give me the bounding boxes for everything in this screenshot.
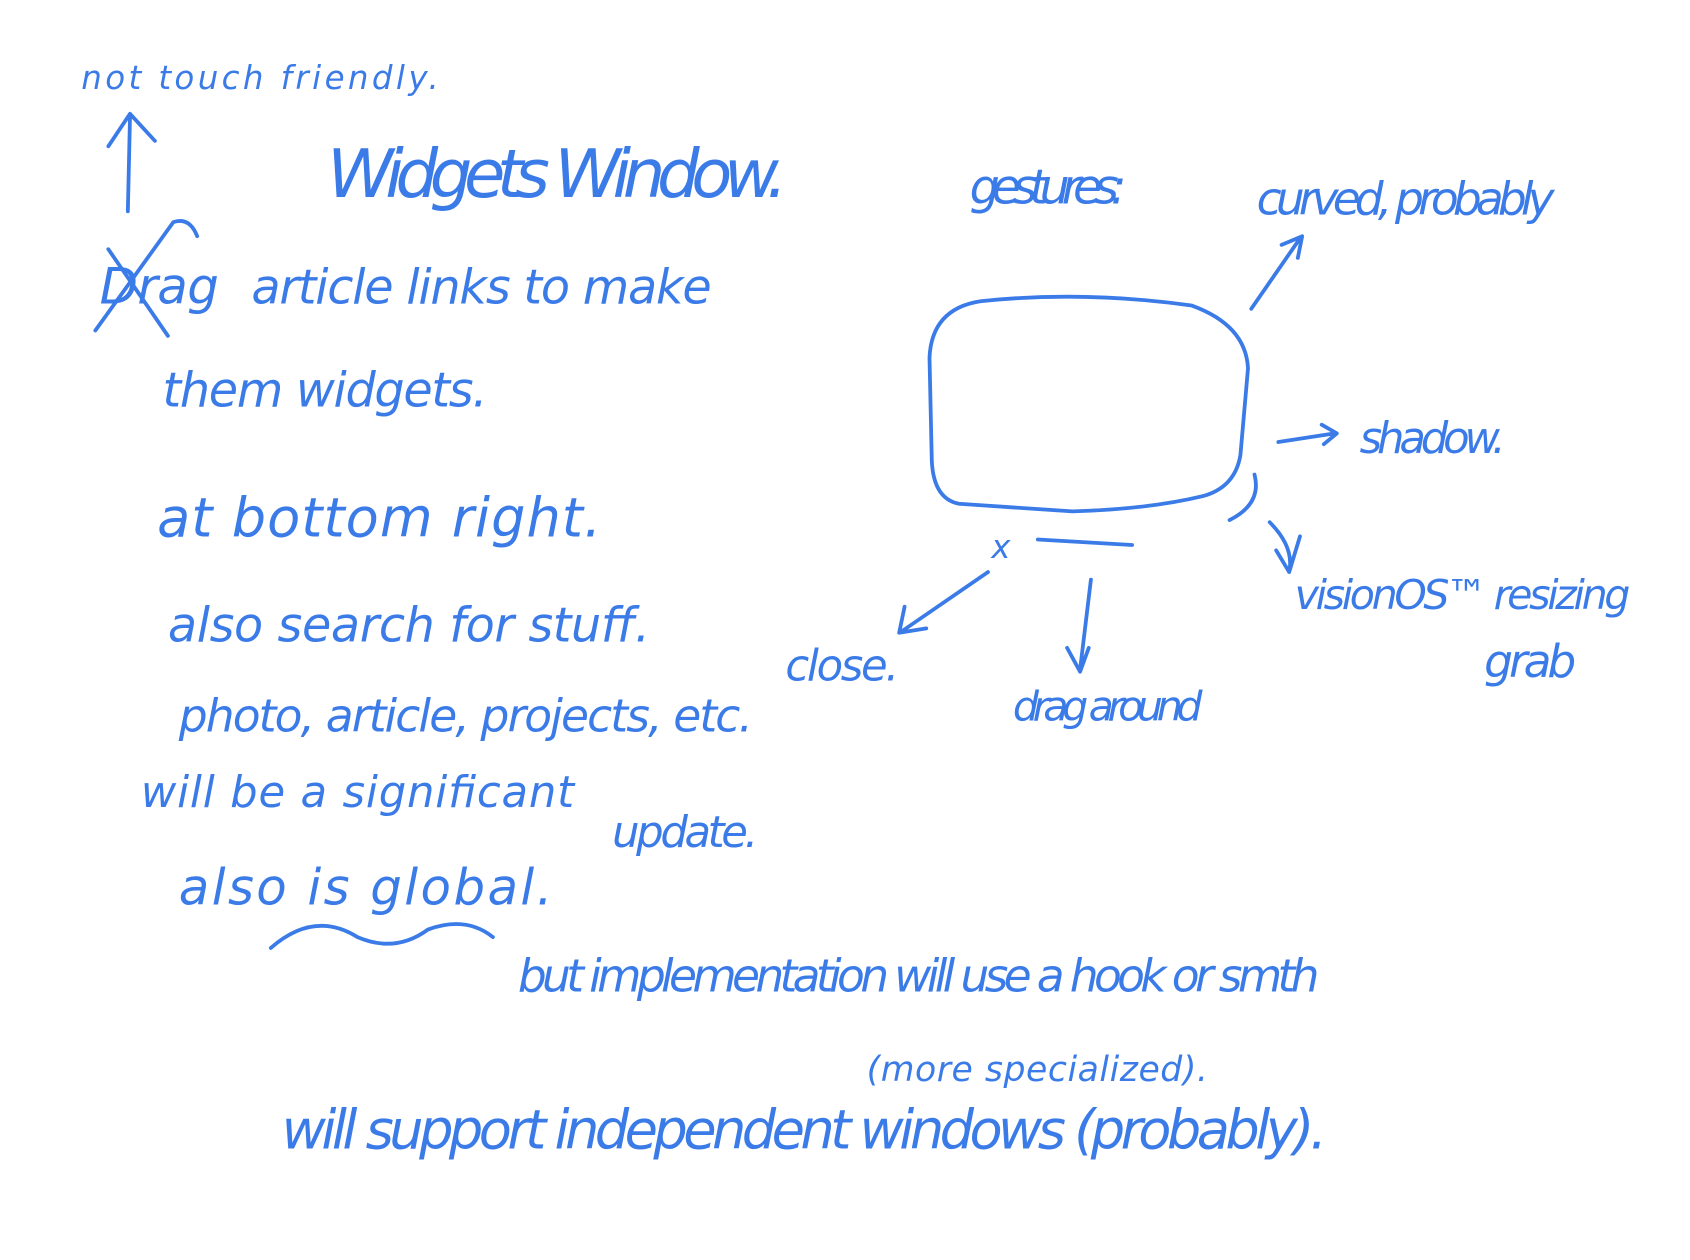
drag-label: drag around — [1013, 682, 1203, 730]
touch-note: not touch friendly. — [81, 59, 438, 97]
resize-grab-handle — [1227, 472, 1258, 522]
gestures-heading: gestures: — [970, 161, 1127, 216]
note-line-8: but implementation will use a hook or sm… — [518, 949, 1320, 1002]
note-line-6b: update. — [612, 808, 758, 858]
note-line-6a: will be a significant — [141, 768, 576, 818]
struck-word-drag: Drag — [100, 257, 219, 315]
resize-arrow — [1267, 520, 1302, 574]
curved-arrow — [1249, 234, 1305, 311]
page-title: Widgets Window. — [327, 135, 787, 213]
close-label: close. — [785, 641, 899, 691]
window-sketch — [927, 294, 1250, 514]
drag-bar — [1035, 537, 1134, 547]
resizing-label: visionOS™ resizing — [1295, 571, 1631, 619]
squiggle-underline — [268, 922, 495, 950]
note-line-2: them widgets. — [162, 363, 487, 418]
grab-label: grab — [1484, 635, 1576, 688]
drag-arrow — [1065, 577, 1093, 674]
note-line-10: will support independent windows (probab… — [282, 1098, 1327, 1161]
close-mark: x — [990, 528, 1011, 566]
shadow-label: shadow. — [1360, 414, 1506, 464]
note-line-3: at bottom right. — [157, 486, 601, 549]
note-line-5: photo, article, projects, etc. — [178, 689, 753, 742]
shadow-arrow — [1276, 422, 1339, 447]
strike-through-mark — [93, 219, 200, 338]
close-arrow — [897, 570, 990, 635]
note-line-1: article links to make — [251, 260, 711, 315]
curved-label: curved, probably — [1257, 173, 1556, 226]
up-arrow-icon — [106, 111, 157, 214]
note-line-7: also is global. — [179, 859, 553, 917]
note-line-4: also search for stuff. — [168, 598, 650, 653]
note-line-9: (more specialized). — [867, 1050, 1208, 1090]
